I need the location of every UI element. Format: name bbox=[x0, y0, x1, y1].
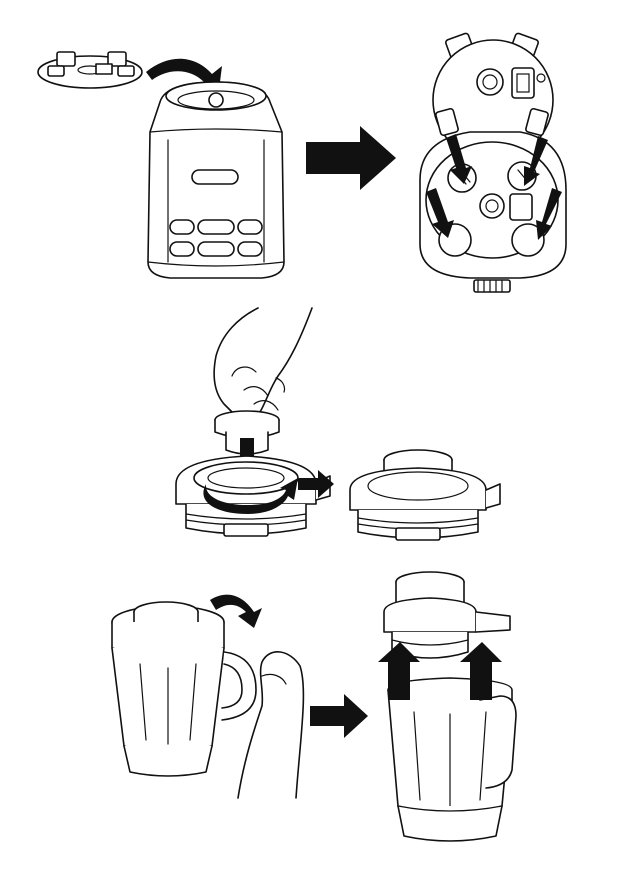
step-3-group bbox=[112, 572, 516, 841]
blender-base bbox=[148, 82, 284, 278]
right-arrow-1 bbox=[306, 126, 396, 190]
lid-plate bbox=[38, 52, 142, 88]
base-right bbox=[350, 450, 500, 540]
step-2-group bbox=[176, 308, 500, 540]
jar-right bbox=[384, 572, 516, 841]
base-left bbox=[176, 456, 330, 536]
step-1-group bbox=[38, 33, 566, 292]
hand-insert bbox=[214, 308, 312, 418]
jar-left bbox=[112, 602, 256, 776]
right-arrow-3 bbox=[310, 694, 368, 738]
